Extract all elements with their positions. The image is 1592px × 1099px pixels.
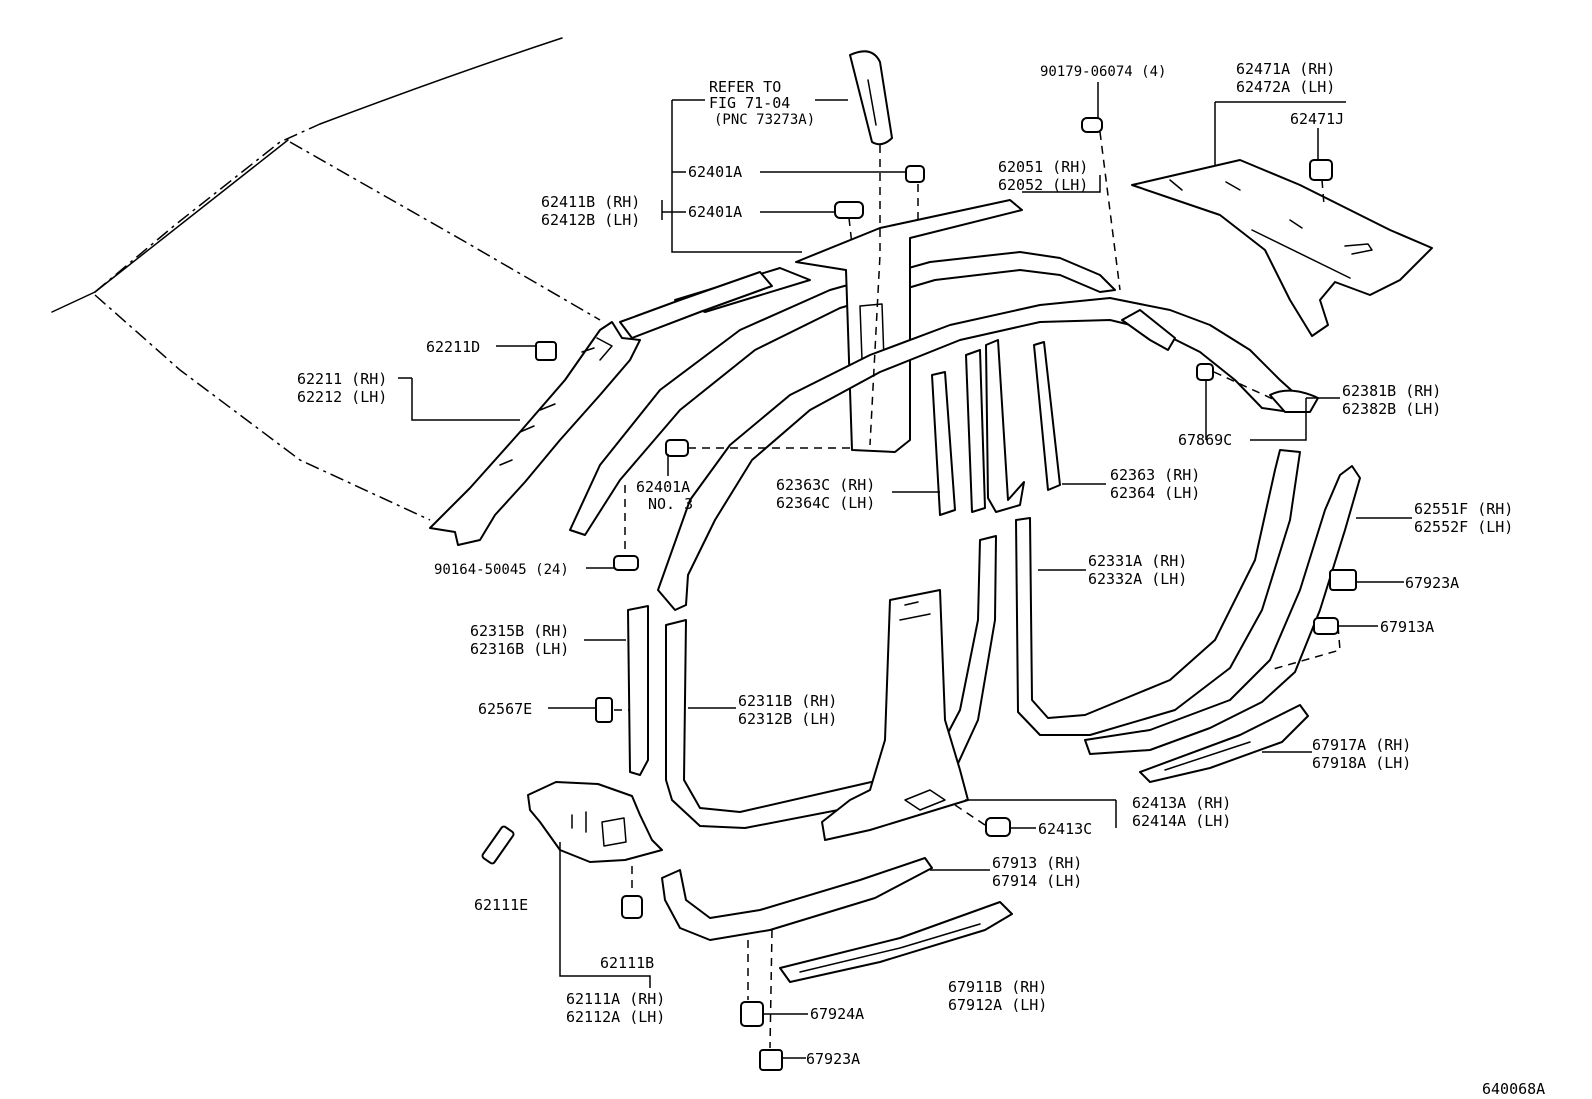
label-62567E: 62567E	[478, 700, 532, 718]
front-roof-rail	[619, 271, 773, 339]
label-62401A-no3-a: 62401A	[636, 478, 690, 496]
label-62332A: 62332A (LH)	[1088, 570, 1187, 588]
front-pillar-strip	[627, 605, 649, 776]
front-door-scuff	[661, 857, 933, 941]
clip-67869C-icon	[1196, 363, 1214, 381]
cowl-side-trim	[527, 781, 663, 863]
a-pillar-garnish	[429, 321, 641, 546]
clip-67923A-bottom-icon	[759, 1049, 783, 1071]
label-62552F: 62552F (LH)	[1414, 518, 1513, 536]
front-scuff-plate	[779, 901, 1013, 983]
label-62315B: 62315B (RH)	[470, 622, 569, 640]
label-62364C: 62364C (LH)	[776, 494, 875, 512]
center-pillar-strips	[931, 339, 1061, 516]
label-62413C: 62413C	[1038, 820, 1092, 838]
b-pillar-upper-garnish	[795, 50, 1023, 453]
clip-67913A-icon	[1313, 617, 1339, 635]
leader-lines	[398, 82, 1412, 1059]
label-62111B: 62111B	[600, 954, 654, 972]
clip-67924A-icon	[740, 1001, 764, 1027]
label-62111A: 62111A (RH)	[566, 990, 665, 1008]
label-67869C: 67869C	[1178, 431, 1232, 449]
label-62382B: 62382B (LH)	[1342, 400, 1441, 418]
label-67924A: 67924A	[810, 1005, 864, 1023]
label-62312B: 62312B (LH)	[738, 710, 837, 728]
figure-code: 640068A	[1482, 1080, 1545, 1098]
clip-62413C-icon	[985, 817, 1011, 837]
clip-62567E-icon	[595, 697, 613, 723]
label-62414A: 62414A (LH)	[1132, 812, 1231, 830]
labels: REFER TO FIG 71-04 (PNC 73273A) 90179-06…	[297, 60, 1545, 1098]
screw-62401A-no3-icon	[665, 439, 689, 457]
clip-90179-icon	[1081, 117, 1103, 133]
clip-67923A-right-icon	[1329, 569, 1357, 591]
label-62551F: 62551F (RH)	[1414, 500, 1513, 518]
clip-62401A-mid-icon	[834, 201, 864, 219]
label-67917A: 67917A (RH)	[1312, 736, 1411, 754]
label-62051: 62051 (RH)	[998, 158, 1088, 176]
label-67913: 67913 (RH)	[992, 854, 1082, 872]
label-refer-to-1: REFER TO	[709, 78, 781, 96]
label-67918A: 67918A (LH)	[1312, 754, 1411, 772]
clips	[481, 117, 1357, 1071]
label-90164-50045: 90164-50045 (24)	[434, 562, 569, 578]
rear-scuff-plate	[1139, 704, 1309, 783]
label-62211: 62211 (RH)	[297, 370, 387, 388]
label-62472A: 62472A (LH)	[1236, 78, 1335, 96]
label-67912A: 67912A (LH)	[948, 996, 1047, 1014]
label-67923A-bottom: 67923A	[806, 1050, 860, 1068]
label-90179-06074: 90179-06074 (4)	[1040, 64, 1166, 80]
clip-62111B-icon	[621, 895, 643, 919]
package-tray-trim	[1131, 159, 1433, 337]
alignment-lines	[614, 131, 1341, 1049]
label-67911B: 67911B (RH)	[948, 978, 1047, 996]
label-62401A-mid: 62401A	[688, 203, 742, 221]
label-62401A-top: 62401A	[688, 163, 742, 181]
label-62212: 62212 (LH)	[297, 388, 387, 406]
label-62316B: 62316B (LH)	[470, 640, 569, 658]
label-62052: 62052 (LH)	[998, 176, 1088, 194]
label-62381B: 62381B (RH)	[1342, 382, 1441, 400]
quarter-trim	[1121, 309, 1176, 351]
screw-90164-icon	[613, 555, 639, 571]
label-62401A-no3-b: NO. 3	[648, 495, 693, 513]
rear-quarter-weatherstrip	[1084, 465, 1361, 755]
bolt-62111E-icon	[481, 825, 515, 865]
label-62413A: 62413A (RH)	[1132, 794, 1231, 812]
label-67923A-right: 67923A	[1405, 574, 1459, 592]
label-62363: 62363 (RH)	[1110, 466, 1200, 484]
label-62112A: 62112A (LH)	[566, 1008, 665, 1026]
label-62412B: 62412B (LH)	[541, 211, 640, 229]
label-62363C: 62363C (RH)	[776, 476, 875, 494]
rear-door-weatherstrip	[1015, 449, 1301, 736]
label-62364: 62364 (LH)	[1110, 484, 1200, 502]
label-62411B: 62411B (RH)	[541, 193, 640, 211]
label-62471J: 62471J	[1290, 110, 1344, 128]
label-67914: 67914 (LH)	[992, 872, 1082, 890]
clip-62471J-icon	[1309, 159, 1333, 181]
clip-62211D-icon	[535, 341, 557, 361]
label-62311B: 62311B (RH)	[738, 692, 837, 710]
label-62471A: 62471A (RH)	[1236, 60, 1335, 78]
center-pillar-lower-garnish	[821, 589, 969, 841]
label-refer-to-3: (PNC 73273A)	[714, 112, 815, 128]
label-62331A: 62331A (RH)	[1088, 552, 1187, 570]
clip-62401A-top-icon	[905, 165, 925, 183]
label-refer-to-2: FIG 71-04	[709, 94, 790, 112]
front-door-weatherstrip	[665, 535, 997, 829]
label-67913A: 67913A	[1380, 618, 1434, 636]
label-62211D: 62211D	[426, 338, 480, 356]
label-62111E: 62111E	[474, 896, 528, 914]
body-outline	[51, 37, 601, 521]
